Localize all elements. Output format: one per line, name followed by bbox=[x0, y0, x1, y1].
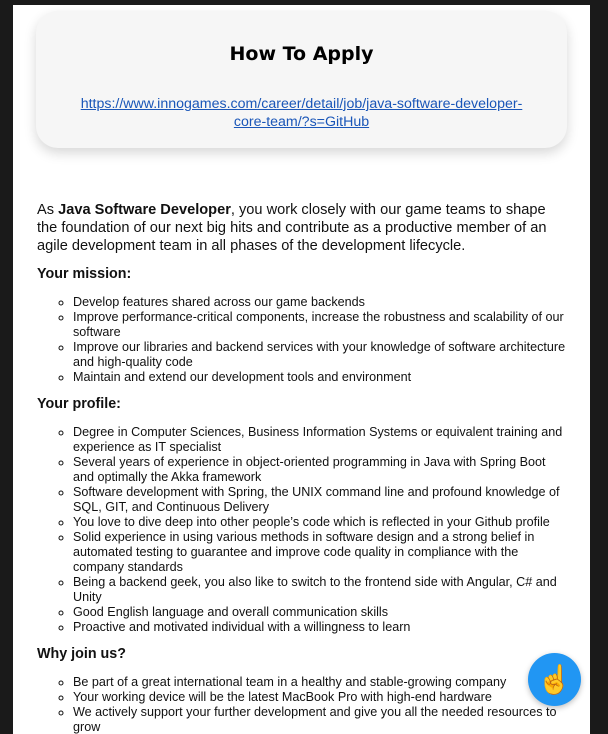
job-description: As Java Software Developer, you work clo… bbox=[37, 201, 567, 734]
intro-role: Java Software Developer bbox=[58, 202, 231, 218]
why-list: Be part of a great international team in… bbox=[37, 675, 567, 734]
mission-list: Develop features shared across our game … bbox=[37, 295, 567, 385]
apply-title: How To Apply bbox=[229, 43, 374, 65]
mission-heading: Your mission: bbox=[37, 266, 132, 282]
why-heading: Why join us? bbox=[37, 646, 126, 662]
list-item: You love to dive deep into other people’… bbox=[73, 515, 567, 530]
list-item: Software development with Spring, the UN… bbox=[73, 485, 567, 515]
list-item: We actively support your further develop… bbox=[73, 705, 567, 734]
list-item: Proactive and motivated individual with … bbox=[73, 620, 567, 635]
intro-paragraph: As Java Software Developer, you work clo… bbox=[37, 201, 567, 255]
list-item: Good English language and overall commun… bbox=[73, 605, 567, 620]
apply-link[interactable]: https://www.innogames.com/career/detail/… bbox=[80, 96, 523, 130]
job-page: How To Apply https://www.innogames.com/c… bbox=[13, 5, 590, 734]
intro-suffix: , you work closely with our game teams t… bbox=[37, 202, 547, 254]
list-item: Improve performance-critical components,… bbox=[73, 310, 567, 340]
list-item: Be part of a great international team in… bbox=[73, 675, 567, 690]
how-to-apply-card: How To Apply https://www.innogames.com/c… bbox=[36, 11, 567, 148]
list-item: Your working device will be the latest M… bbox=[73, 690, 567, 705]
pointing-hand-button[interactable]: ☝️ bbox=[528, 653, 581, 706]
intro-prefix: As bbox=[37, 202, 59, 218]
pointing-hand-icon: ☝️ bbox=[537, 663, 572, 695]
profile-list: Degree in Computer Sciences, Business In… bbox=[37, 425, 567, 635]
list-item: Several years of experience in object-or… bbox=[73, 455, 567, 485]
list-item: Being a backend geek, you also like to s… bbox=[73, 575, 567, 605]
list-item: Maintain and extend our development tool… bbox=[73, 370, 567, 385]
list-item: Improve our libraries and backend servic… bbox=[73, 340, 567, 370]
list-item: Degree in Computer Sciences, Business In… bbox=[73, 425, 567, 455]
list-item: Develop features shared across our game … bbox=[73, 295, 567, 310]
profile-heading: Your profile: bbox=[37, 396, 121, 412]
list-item: Solid experience in using various method… bbox=[73, 530, 567, 575]
